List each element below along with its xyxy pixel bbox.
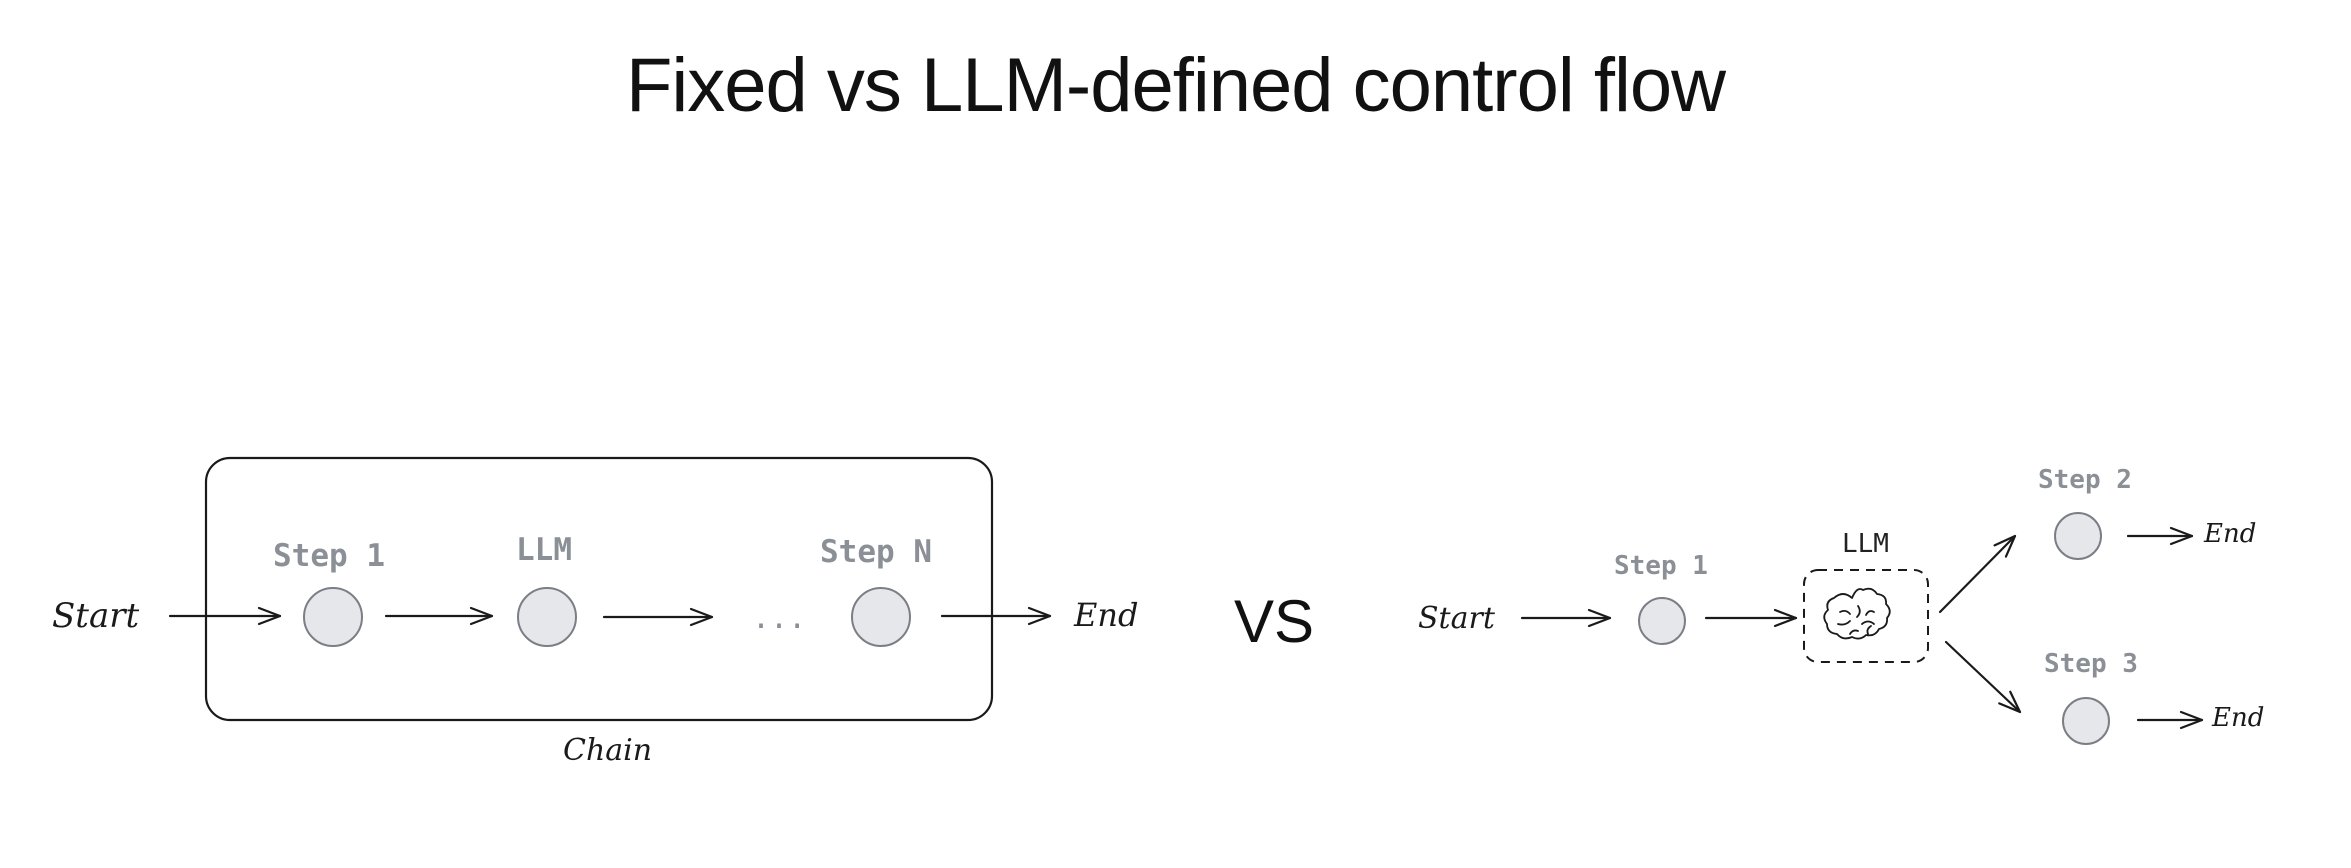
vs-separator: VS	[1234, 588, 1314, 655]
right-llm-box	[1803, 569, 1929, 663]
right-step3-end-label: End	[2211, 703, 2264, 733]
left-llm-node	[517, 587, 577, 647]
right-step3-label: Step 3	[2044, 649, 2138, 679]
right-step1-label: Step 1	[1614, 551, 1708, 581]
diagram-title: Fixed vs LLM-defined control flow	[625, 43, 1726, 128]
right-step1-node	[1638, 597, 1686, 645]
left-stepn-label: Step N	[820, 534, 932, 570]
right-step2-end-label: End	[2203, 519, 2256, 549]
right-arrow-llm-step2	[1938, 534, 2017, 614]
right-llm-label: LLM	[1842, 529, 1889, 559]
brain-icon	[1823, 587, 1891, 640]
chain-label: Chain	[563, 733, 652, 768]
right-step2-label: Step 2	[2038, 465, 2132, 495]
left-ellipsis: ...	[752, 601, 806, 636]
left-llm-label: LLM	[516, 532, 572, 568]
right-start-label: Start	[1418, 601, 1496, 636]
right-step3-node	[2062, 697, 2110, 745]
right-step2-node	[2054, 512, 2102, 560]
right-arrow-llm-step3	[1944, 640, 2022, 714]
left-end-label: End	[1073, 596, 1138, 634]
left-start-label: Start	[52, 596, 139, 636]
left-step1-label: Step 1	[273, 538, 385, 574]
chain-box	[204, 456, 994, 722]
fixed-chain-diagram: Start Step 1 LLM ... Step N End Chain	[52, 456, 1138, 768]
llm-defined-flow-diagram: Start Step 1 LLM Step 2 End Step 3 End	[1418, 465, 2264, 745]
left-stepn-node	[851, 587, 911, 647]
left-step1-node	[303, 587, 363, 647]
